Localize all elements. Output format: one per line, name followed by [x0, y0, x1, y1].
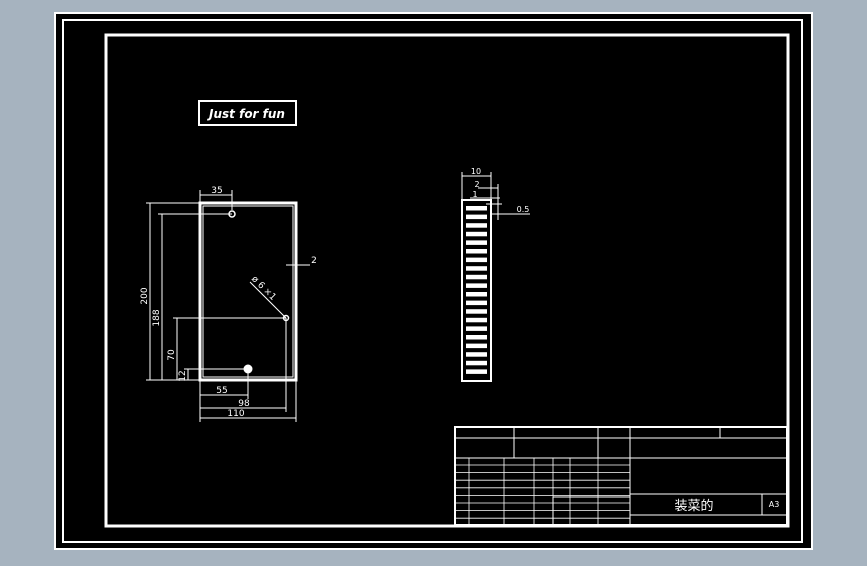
- side-dim-texts: 10 2 1 0.5: [471, 167, 529, 214]
- title-block: [454, 426, 788, 526]
- side-rib: [466, 231, 487, 237]
- side-rib: [466, 249, 487, 254]
- side-rib: [466, 352, 487, 357]
- side-ribs: [466, 206, 487, 374]
- front-view: [146, 190, 310, 422]
- badge: Just for fun: [198, 100, 297, 126]
- side-rib: [466, 257, 487, 263]
- drawing-title: 装菜的: [674, 498, 713, 514]
- dim-text-05: 0.5: [517, 205, 530, 214]
- side-rib: [466, 240, 487, 245]
- dim-text-55: 55: [216, 386, 227, 396]
- title-block-texts: 装菜的 A3: [674, 498, 779, 514]
- side-rib: [466, 223, 487, 228]
- side-rib: [466, 274, 487, 280]
- dim-text-10: 10: [471, 167, 481, 176]
- side-rib: [466, 360, 487, 366]
- sheet-size: A3: [769, 500, 780, 509]
- title-block-grid: [454, 458, 631, 525]
- side-view: [461, 172, 530, 382]
- dim-leader-diag: [249, 281, 287, 319]
- drawing-frame: [104, 33, 790, 528]
- dim-text-side-2: 2: [474, 180, 479, 189]
- dim-text-side-1: 1: [472, 190, 477, 199]
- badge-text: Just for fun: [207, 107, 285, 121]
- dim-text-188: 188: [152, 309, 162, 326]
- side-rib: [466, 283, 487, 288]
- side-rib: [466, 326, 487, 331]
- side-rib: [466, 214, 487, 220]
- dim-text-98: 98: [238, 399, 250, 409]
- side-rib: [466, 292, 487, 297]
- dim-text-2: 2: [311, 256, 317, 266]
- side-rib: [466, 266, 487, 271]
- sheet-border: [62, 19, 803, 543]
- dim-text-110: 110: [227, 409, 244, 419]
- side-rib: [466, 206, 487, 211]
- side-rib: [466, 317, 487, 323]
- side-rib: [466, 300, 487, 306]
- dim-text-12: 12: [178, 370, 188, 381]
- side-rib: [466, 309, 487, 314]
- side-rib: [466, 343, 487, 349]
- side-rib: [466, 335, 487, 340]
- side-outline: [461, 199, 492, 382]
- dim-text-200: 200: [140, 287, 150, 304]
- sheet-outer-frame: [54, 12, 813, 550]
- side-rib: [466, 369, 487, 374]
- dim-text-35: 35: [211, 186, 222, 196]
- dim-text-70: 70: [167, 349, 177, 361]
